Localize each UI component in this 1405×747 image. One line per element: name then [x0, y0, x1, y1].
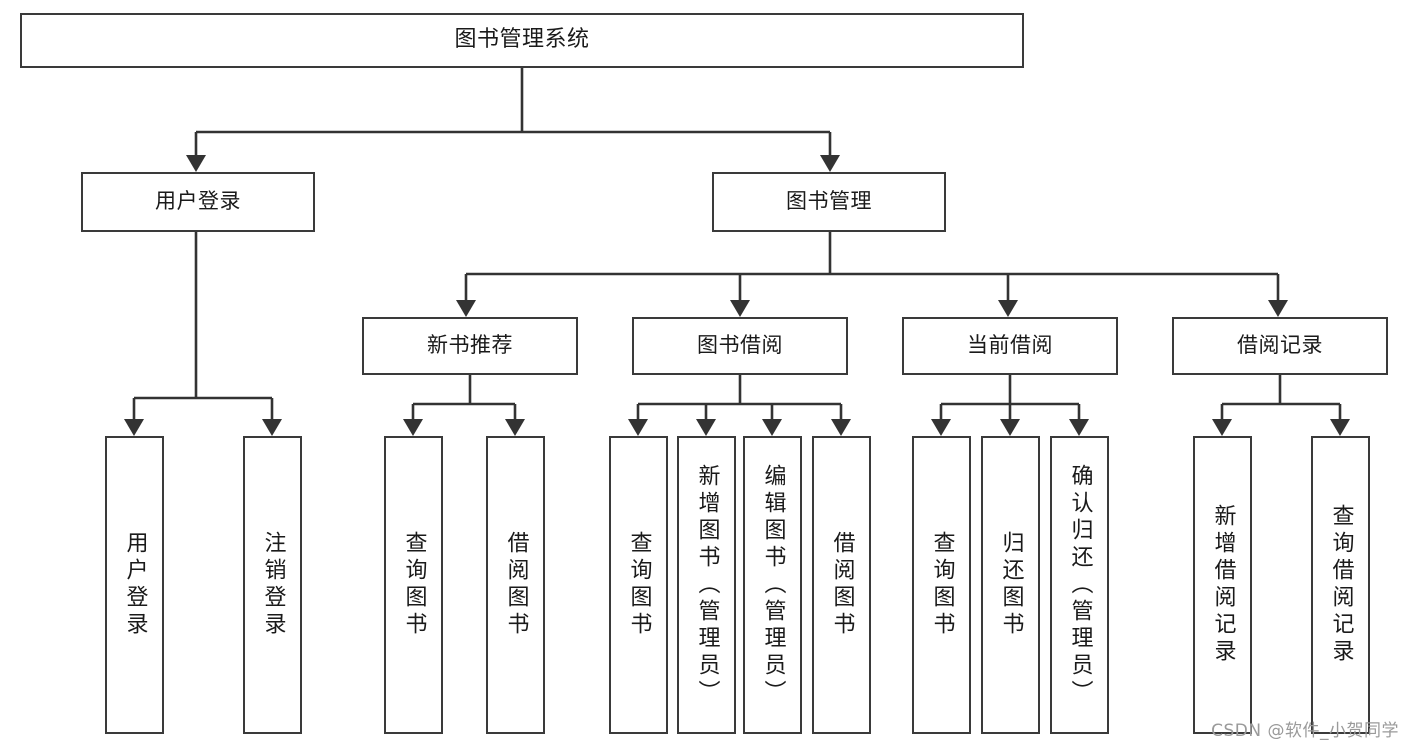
node-label: 新增借阅记录 — [1210, 504, 1236, 666]
node-label: 用户登录 — [122, 531, 148, 639]
leaf-book-borrow-add-book-admin[interactable]: 新增图书（管理员） — [677, 436, 736, 734]
node-label: 当前借阅 — [967, 333, 1053, 358]
node-book-borrow[interactable]: 图书借阅 — [632, 317, 848, 375]
node-label: 确认归还（管理员） — [1067, 463, 1093, 707]
node-user-login[interactable]: 用户登录 — [81, 172, 315, 232]
leaf-new-book-borrow-book[interactable]: 借阅图书 — [486, 436, 545, 734]
node-label: 查询图书 — [929, 531, 955, 639]
node-label: 借阅图书 — [503, 531, 529, 639]
node-label: 图书管理系统 — [454, 27, 590, 53]
node-current-borrow[interactable]: 当前借阅 — [902, 317, 1118, 375]
node-root-book-management-system[interactable]: 图书管理系统 — [20, 13, 1024, 68]
leaf-borrow-record-add-record[interactable]: 新增借阅记录 — [1193, 436, 1252, 734]
leaf-current-borrow-return-book[interactable]: 归还图书 — [981, 436, 1040, 734]
node-label: 注销登录 — [260, 531, 286, 639]
node-label: 用户登录 — [155, 189, 241, 214]
node-label: 借阅图书 — [829, 531, 855, 639]
node-label: 归还图书 — [998, 531, 1024, 639]
leaf-user-login-login[interactable]: 用户登录 — [105, 436, 164, 734]
leaf-book-borrow-borrow-book[interactable]: 借阅图书 — [812, 436, 871, 734]
csdn-watermark: CSDN @软件_小贺同学 — [1211, 721, 1399, 741]
leaf-current-borrow-query-book[interactable]: 查询图书 — [912, 436, 971, 734]
node-label: 新书推荐 — [427, 333, 513, 358]
node-book-management[interactable]: 图书管理 — [712, 172, 946, 232]
leaf-borrow-record-query-record[interactable]: 查询借阅记录 — [1311, 436, 1370, 734]
node-borrow-record[interactable]: 借阅记录 — [1172, 317, 1388, 375]
node-new-book-recommend[interactable]: 新书推荐 — [362, 317, 578, 375]
node-label: 新增图书（管理员） — [694, 463, 720, 707]
leaf-book-borrow-query-book[interactable]: 查询图书 — [609, 436, 668, 734]
node-label: 借阅记录 — [1237, 333, 1323, 358]
leaf-new-book-query-book[interactable]: 查询图书 — [384, 436, 443, 734]
node-label: 图书借阅 — [697, 333, 783, 358]
leaf-user-login-logout[interactable]: 注销登录 — [243, 436, 302, 734]
node-label: 图书管理 — [786, 189, 872, 214]
node-label: 查询图书 — [401, 531, 427, 639]
leaf-book-borrow-edit-book-admin[interactable]: 编辑图书（管理员） — [743, 436, 802, 734]
node-label: 查询图书 — [626, 531, 652, 639]
leaf-current-borrow-confirm-return-admin[interactable]: 确认归还（管理员） — [1050, 436, 1109, 734]
node-label: 编辑图书（管理员） — [760, 463, 786, 707]
node-label: 查询借阅记录 — [1328, 504, 1354, 666]
